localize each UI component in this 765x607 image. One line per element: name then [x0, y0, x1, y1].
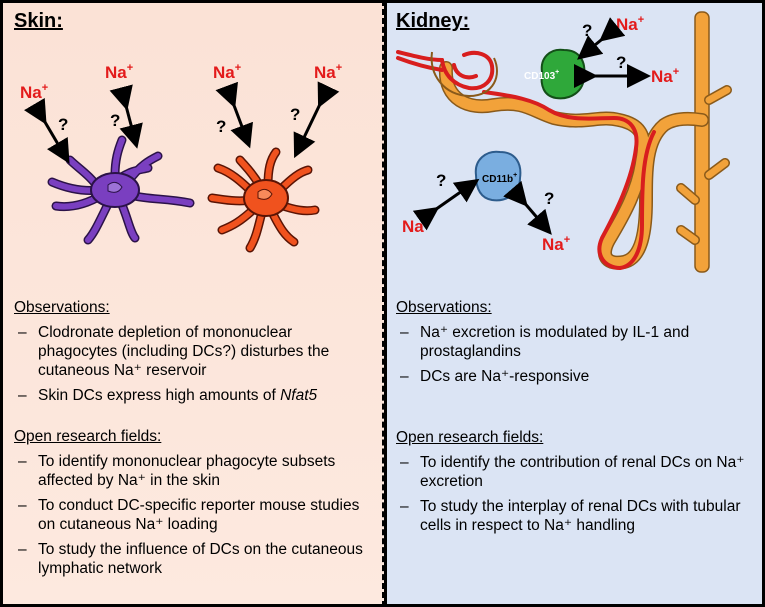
question-mark: ?: [58, 115, 68, 134]
exchange-arrows: [24, 81, 340, 164]
question-mark: ?: [216, 117, 226, 136]
na-label: Na+: [20, 82, 48, 102]
skin-observations-heading: Observations:: [14, 299, 110, 316]
bowman-capsule: [430, 51, 498, 98]
svg-text:CD103+: CD103+: [524, 69, 559, 82]
skin-title: Skin:: [14, 10, 63, 32]
list-item: –Clodronate depletion of mononuclear pha…: [18, 324, 330, 379]
cd11b-cell: CD11b+: [474, 150, 522, 202]
kidney-illustration: CD103+ CD11b+ Na+ Na+ Na+ Na+ ? ? ? ?: [396, 11, 732, 273]
list-item: –Skin DCs express high amounts of Nfat5: [18, 387, 318, 404]
orange-dendritic-cell: [207, 147, 320, 253]
na-label: Na+: [616, 14, 644, 34]
kidney-title: Kidney:: [396, 10, 470, 32]
purple-dendritic-cell: [47, 135, 195, 245]
list-item: –To conduct DC-specific reporter mouse s…: [18, 497, 360, 533]
na-label: Na+: [542, 234, 570, 254]
na-label: Na+: [402, 216, 430, 236]
na-label: Na+: [651, 66, 679, 86]
capillary: [396, 50, 656, 270]
question-mark: ?: [582, 21, 592, 40]
list-item: –Na⁺ excretion is modulated by IL-1 and …: [400, 324, 690, 360]
panel-divider: [382, 0, 385, 607]
skin-observations: Observations: –Clodronate depletion of m…: [14, 298, 369, 584]
skin-research-heading: Open research fields:: [14, 428, 162, 445]
question-mark: ?: [290, 105, 300, 124]
collecting-duct: [676, 11, 732, 273]
list-item: –To study the influence of DCs on the cu…: [18, 541, 363, 577]
na-label: Na+: [213, 62, 241, 82]
na-label: Na+: [314, 62, 342, 82]
question-mark: ?: [616, 53, 626, 72]
list-item: –To identify mononuclear phagocyte subse…: [18, 453, 336, 489]
list-item: –DCs are Na⁺-responsive: [400, 368, 590, 385]
nephron-tubule: [438, 61, 709, 270]
question-mark: ?: [110, 111, 120, 130]
kidney-observations-heading: Observations:: [396, 299, 492, 316]
list-item: –To identify the contribution of renal D…: [400, 454, 745, 490]
svg-text:CD11b+: CD11b+: [482, 172, 517, 185]
question-mark: ?: [544, 189, 554, 208]
skin-illustration: Na+ Na+ Na+ Na+ ? ? ? ?: [20, 62, 342, 253]
question-mark: ?: [436, 171, 446, 190]
na-label: Na+: [105, 62, 133, 82]
cd103-cell: CD103+: [524, 48, 586, 100]
kidney-observations: Observations: –Na⁺ excretion is modulate…: [396, 298, 751, 541]
kidney-research-heading: Open research fields:: [396, 429, 544, 446]
list-item: –To study the interplay of renal DCs wit…: [400, 498, 741, 534]
exchange-arrows: [412, 17, 651, 235]
